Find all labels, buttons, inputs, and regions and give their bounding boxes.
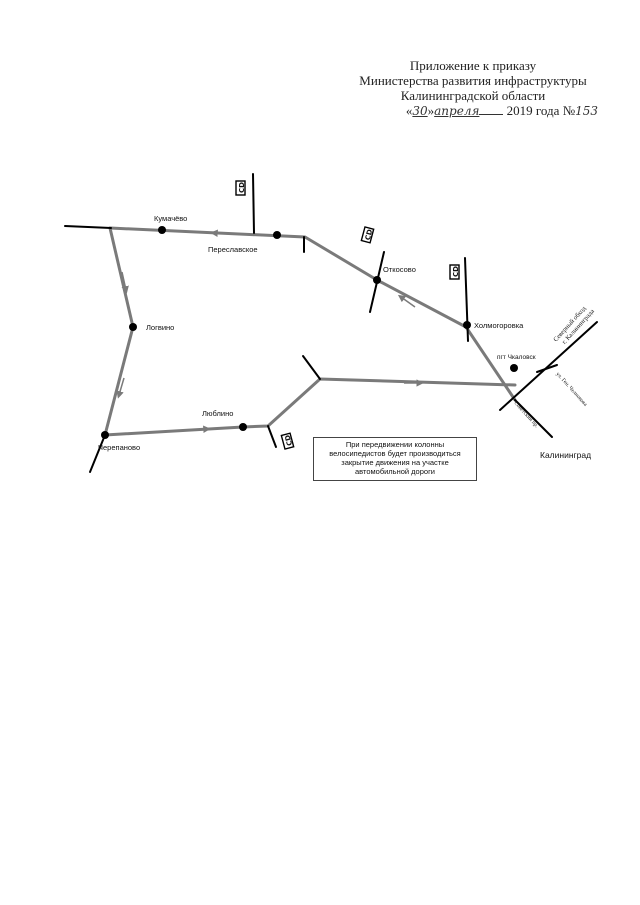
arrow-5 <box>189 425 211 433</box>
closure-sign-2: CD <box>360 226 375 244</box>
label-kaliningrad: Калининград <box>540 450 592 460</box>
label-gen-chernyakhovskogo: ул. Ген. Челнокова <box>555 371 589 408</box>
label-chkalovsk: пгт Чкаловск <box>497 354 536 361</box>
date-day: 30 <box>412 104 428 118</box>
arrow-2 <box>397 294 416 308</box>
closure-lyublino <box>267 425 277 448</box>
arrow-3 <box>121 271 129 294</box>
closure-pereslavskoe <box>252 173 255 234</box>
date-mid: » <box>427 103 435 118</box>
dot-lyublino <box>239 423 247 431</box>
closure-sign-1: CD <box>235 180 246 196</box>
header-line-1: Приложение к приказу <box>409 58 537 73</box>
sovetsky-road <box>514 399 553 438</box>
label-logvino: Логвино <box>146 323 174 332</box>
date-number: 153 <box>575 104 598 118</box>
notice-line-2: велосипедистов будет производиться <box>329 449 461 458</box>
sign-3-text: CD <box>452 266 460 277</box>
label-sovetsky: Советский пр. <box>513 400 541 430</box>
label-lyublino: Люблино <box>202 409 233 418</box>
closure-sign-3: CD <box>449 264 460 280</box>
header-line-2: Министерства развития инфраструктуры <box>359 73 587 88</box>
header-date-line: «30»апреля 2019 года №153 <box>340 103 606 119</box>
notice-line-3: закрытие движения на участке <box>341 458 449 467</box>
road-west-stub <box>64 225 112 229</box>
sign-2-box <box>360 226 375 244</box>
dot-kholmogorovka <box>463 321 471 329</box>
label-kumachevo: Кумачёво <box>154 214 187 223</box>
severny-obhod-road <box>499 321 598 411</box>
dot-kumachevo <box>158 226 166 234</box>
route-direction-arrows <box>116 229 424 433</box>
label-cherepanovo: Черепаново <box>98 443 140 452</box>
gen-chernyakhovskogo-road <box>536 364 558 373</box>
label-kholmogorovka: Холмогоровка <box>474 321 524 330</box>
dot-cherepanovo <box>101 431 109 439</box>
settlement-markers <box>101 226 518 439</box>
label-otkosovo: Откосово <box>383 265 416 274</box>
dot-pereslavskoe <box>273 231 281 239</box>
sign-1-text: CD <box>238 182 246 193</box>
arrow-1 <box>210 229 231 237</box>
closure-sign-4: CD <box>280 432 295 450</box>
dot-otkosovo <box>373 276 381 284</box>
dot-logvino <box>129 323 137 331</box>
road-north-stub <box>302 355 321 380</box>
date-blank <box>479 105 504 115</box>
date-suffix: 2019 года № <box>506 103 576 118</box>
closure-notice: При передвижении колонны велосипедистов … <box>313 437 477 481</box>
sign-4-text: CD <box>284 434 295 447</box>
label-pereslavskoe: Переславское <box>208 245 258 254</box>
header-line-3: Калининградской области <box>400 88 546 103</box>
sign-4-box <box>280 432 295 450</box>
notice-line-4: автомобильной дороги <box>354 467 435 476</box>
sign-3-box <box>449 264 460 280</box>
notice-line-1: При передвижении колонны <box>345 440 445 449</box>
dot-chkalovsk <box>510 364 518 372</box>
date-prefix: « <box>405 103 413 118</box>
date-month: апреля <box>434 104 480 118</box>
order-header: Приложение к приказу Министерства развит… <box>340 58 606 119</box>
road-south-stub <box>89 434 106 473</box>
sign-2-text: CD <box>364 228 375 241</box>
sign-1-box <box>235 180 246 196</box>
arrow-4 <box>116 377 125 399</box>
